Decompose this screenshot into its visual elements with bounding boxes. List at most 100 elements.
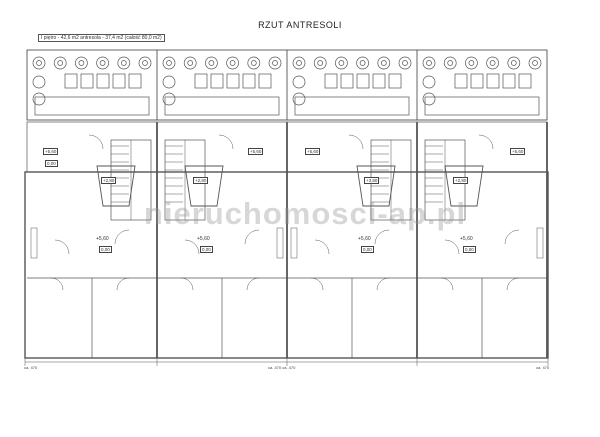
door-swing	[348, 134, 364, 150]
door-swing	[506, 277, 520, 291]
shrub-core	[468, 60, 475, 66]
shrub-core	[338, 60, 345, 66]
unit-2-terrace-level: +5,60	[248, 148, 264, 155]
shrub-core	[510, 60, 517, 66]
shrub-core	[166, 60, 172, 66]
unit-3-room-level: +5,60	[358, 236, 371, 242]
shrub-core	[250, 60, 257, 66]
shrub-icon	[247, 56, 261, 70]
unit-garden-box	[416, 49, 548, 121]
pergola-box	[424, 96, 540, 116]
shrub-core	[489, 60, 496, 66]
shrub-core	[359, 60, 366, 66]
landing-shape	[184, 165, 224, 207]
shrub-core	[229, 60, 236, 66]
unit-2-room-tag: 0,00	[200, 246, 213, 253]
unit-2-stair-level: +2,80	[193, 177, 209, 184]
shrub-core	[296, 60, 302, 66]
paving-slab	[258, 73, 272, 89]
unit-3-stair-level: +3,80	[364, 177, 380, 184]
shrub-core	[142, 60, 148, 66]
door-swing	[314, 239, 330, 255]
paving-slab	[80, 73, 94, 89]
unit-1-stair-level: +2,80	[101, 177, 117, 184]
shrub-core	[317, 60, 324, 66]
radiator-mark	[290, 227, 298, 259]
shrub-icon	[96, 56, 109, 70]
door-swing	[50, 277, 64, 291]
door-swing	[184, 239, 200, 255]
unit-garden-box	[286, 49, 418, 121]
paving-slab	[128, 73, 142, 89]
landing-shape	[356, 165, 396, 207]
paving-slab	[194, 73, 208, 89]
shrub-icon	[162, 92, 176, 106]
door-swing	[504, 229, 520, 245]
dimension-middle: ca. 470 ca. 470	[268, 365, 296, 370]
shrub-icon	[528, 56, 542, 70]
unit-3-room-tag: 0,00	[361, 246, 374, 253]
shrub-icon	[292, 92, 306, 106]
shrub-core	[447, 60, 454, 66]
door-swing	[440, 277, 454, 291]
shrub-icon	[422, 92, 436, 106]
shrub-icon	[117, 56, 131, 70]
paving-slab	[210, 73, 224, 89]
unit-3-terrace-level: +5,60	[305, 148, 321, 155]
shrub-icon	[32, 56, 46, 70]
shrub-core	[380, 60, 387, 66]
paving-slab	[324, 73, 338, 89]
landing-shape	[444, 165, 484, 207]
pergola-box	[34, 96, 150, 116]
plan-title: RZUT ANTRESOLI	[258, 20, 342, 30]
shrub-icon	[486, 56, 499, 70]
shrub-icon	[53, 56, 67, 70]
shrub-icon	[162, 56, 176, 70]
pergola-box	[164, 96, 280, 116]
door-swing	[246, 277, 260, 291]
shrub-icon	[356, 56, 369, 70]
shrub-icon	[268, 56, 282, 70]
unit-4-terrace-level: +5,60	[510, 148, 526, 155]
shrub-core	[402, 60, 408, 66]
door-swing	[54, 239, 70, 255]
shrub-icon	[422, 75, 436, 89]
shrub-icon	[443, 56, 457, 70]
radiator-mark	[536, 227, 544, 259]
paving-slab	[112, 73, 126, 89]
shrub-icon	[75, 56, 88, 70]
area-note: I piętro - 42,6 m2 antresola - 37,4 m2 (…	[38, 34, 165, 42]
paving-slab	[518, 73, 532, 89]
unit-1-terrace-level: +5,60	[43, 148, 59, 155]
shrub-icon	[507, 56, 521, 70]
unit-1-room-level: +5,60	[96, 236, 109, 242]
paving-slab	[502, 73, 516, 89]
shrub-icon	[32, 92, 46, 106]
paving-slab	[340, 73, 354, 89]
unit-garden-box	[156, 49, 288, 121]
shrub-icon	[398, 56, 412, 70]
paving-slab	[454, 73, 468, 89]
paving-slab	[388, 73, 402, 89]
shrub-core	[120, 60, 127, 66]
door-swing	[180, 277, 194, 291]
door-swing	[244, 229, 260, 245]
shrub-icon	[205, 56, 218, 70]
paving-slab	[226, 73, 240, 89]
unit-1-room-tag: 0,00	[99, 246, 112, 253]
watermark: nieruchomosci-ap.pl	[143, 196, 467, 231]
door-swing	[478, 134, 494, 150]
unit-garden-box	[26, 49, 158, 121]
door-swing	[116, 277, 130, 291]
unit-2-room-level: +5,60	[197, 236, 210, 242]
shrub-icon	[377, 56, 391, 70]
paving-slab	[372, 73, 386, 89]
radiator-mark	[276, 227, 284, 259]
shrub-icon	[465, 56, 478, 70]
shrub-core	[187, 60, 194, 66]
door-swing	[444, 239, 460, 255]
unit-4-room-level: +5,60	[460, 236, 473, 242]
paving-slab	[96, 73, 110, 89]
shrub-icon	[226, 56, 239, 70]
